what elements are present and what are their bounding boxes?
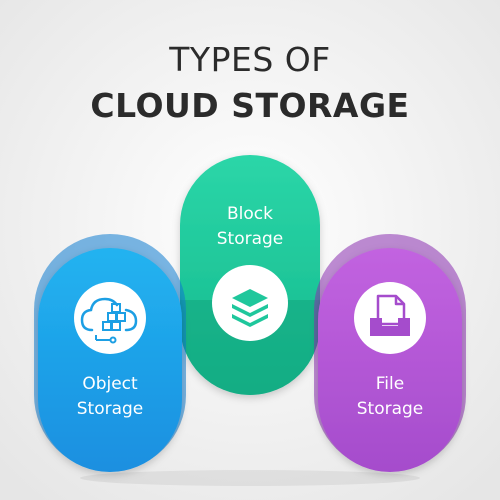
stacked-layers-icon: [212, 265, 288, 341]
label-block-line2: Storage: [216, 229, 284, 249]
cloud-blocks-icon: [74, 282, 146, 354]
title-line-1: TYPES OF: [169, 40, 331, 79]
ground-shadow: [80, 470, 420, 486]
label-file-storage: File Storage: [330, 372, 450, 422]
file-tray-icon: [354, 282, 426, 354]
card-object-storage: [34, 234, 186, 472]
title-line-2: CLOUD STORAGE: [90, 86, 410, 125]
label-block-storage: Block Storage: [190, 202, 310, 252]
label-object-line1: Object: [82, 374, 138, 394]
label-file-line1: File: [375, 374, 405, 394]
label-object-line2: Storage: [76, 399, 144, 419]
label-file-line2: Storage: [356, 399, 424, 419]
label-block-line1: Block: [227, 204, 273, 224]
label-object-storage: Object Storage: [50, 372, 170, 422]
